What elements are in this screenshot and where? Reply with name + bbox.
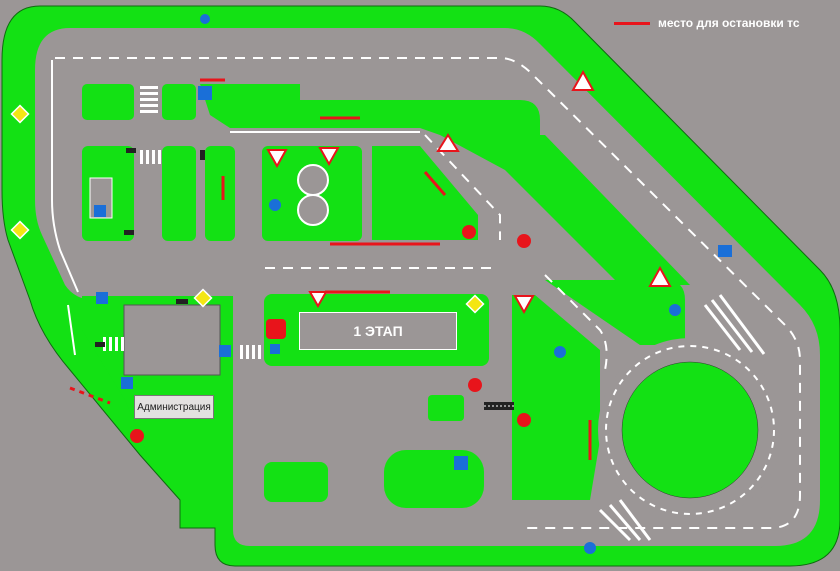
stop-lines [200,78,592,460]
red-car [266,319,286,339]
crosswalk-middle-left [140,150,161,164]
yield-sign-icon [266,147,535,315]
traffic-light-icon [95,148,205,347]
admin-yard [123,304,221,376]
bottom-left-grass-block [264,462,328,502]
right-island-grass [545,280,685,345]
right-vertical-grass [512,295,600,500]
right-diagonal-grass [440,135,690,285]
warning-triangle-icon [436,69,672,287]
barrier [69,386,111,405]
crosswalk-top-left [140,86,158,113]
grass-block-e [205,146,235,241]
roundabout-center [621,361,759,499]
legend: место для остановки тс [614,14,800,32]
railway-crossing [484,402,514,410]
outer-road-center-line [51,60,79,293]
priority-road-icon [10,104,485,314]
grass-block-d [162,146,196,241]
legend-label: место для остановки тс [658,16,800,30]
bottom-middle-grass-block [384,450,484,508]
crosswalk-stage [240,345,261,359]
hatched-area-bottom [598,499,652,542]
central-upper-grass [200,84,540,135]
roundabout-sign-icon [200,14,681,554]
roundabout-marking [605,345,775,515]
grass-block-b [162,84,196,120]
legend-red-line [614,21,650,25]
small-grass-block [428,395,464,421]
left-vertical-marking [67,304,76,356]
hatched-area-right [703,294,766,355]
info-sign-icon [94,86,732,470]
top-road-marking [55,57,801,529]
stop-sign-icon [130,225,531,443]
administration-building: Администрация [134,395,214,419]
stage-one-area: 1 ЭТАП [299,312,457,350]
diagonal-road-marking [424,134,501,240]
figure-eight-top [297,164,329,196]
figure-eight-bottom [297,194,329,226]
right-road-marking [544,274,608,371]
middle-right-grass [372,146,478,240]
grass-block-a [82,84,134,120]
